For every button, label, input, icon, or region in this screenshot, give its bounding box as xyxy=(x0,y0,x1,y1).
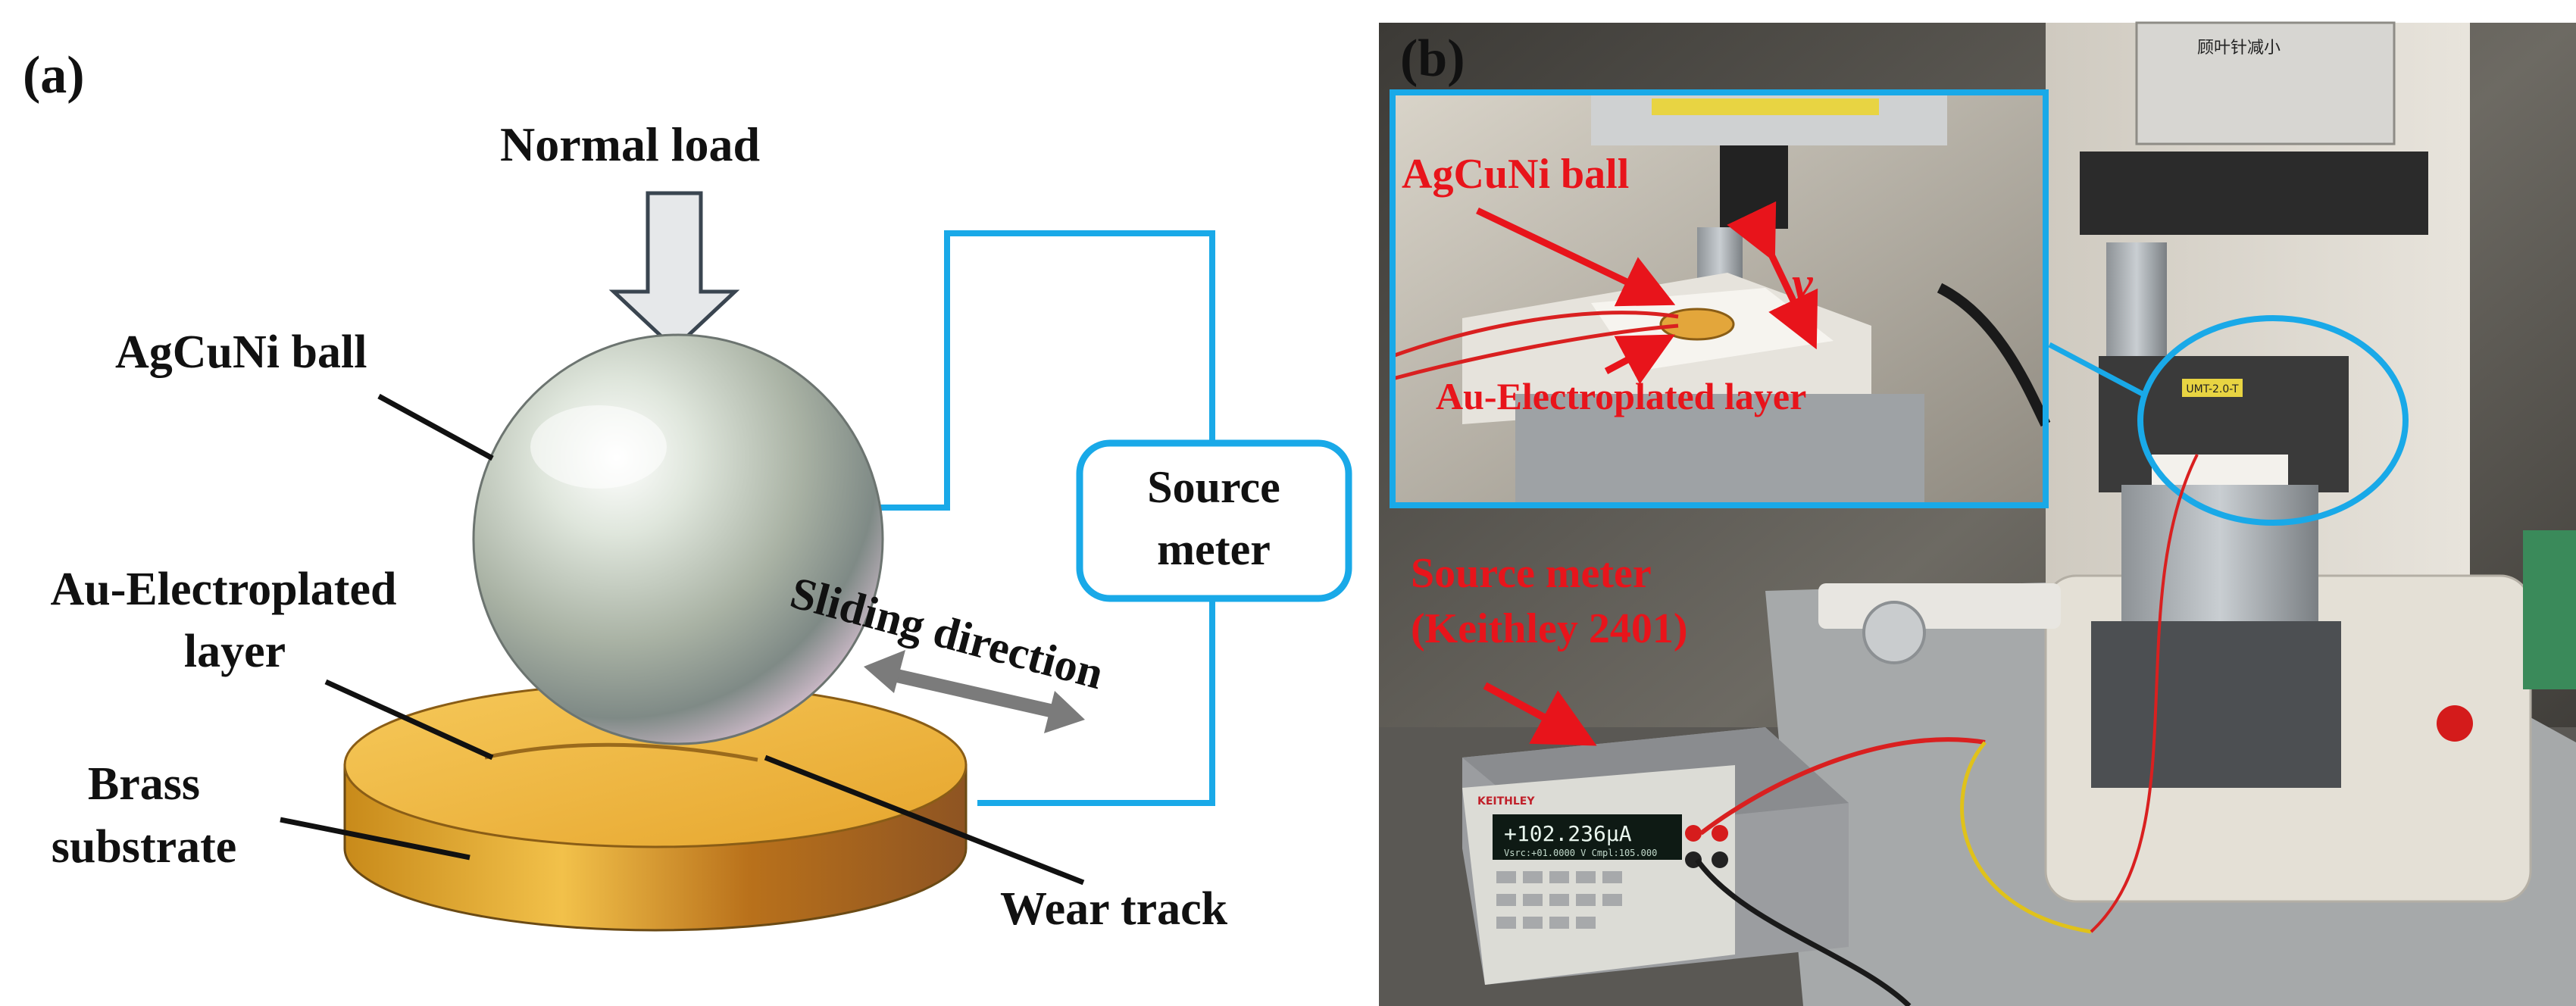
lower-column xyxy=(2091,621,2341,788)
panel-b: 顾叶针减小 UMT-2.0-T +102.236µA Vsrc:+01.0000… xyxy=(1379,21,2576,1006)
agcuni-ball xyxy=(472,333,884,745)
sample-highlight-circle xyxy=(2137,315,2409,526)
inset-red-wire-2 xyxy=(1392,323,1679,381)
highlight-connector-line xyxy=(2048,342,2144,397)
layer-leader-line xyxy=(324,679,494,761)
source-meter-annotation-line1: Source meter xyxy=(1411,550,1652,597)
circuit-wire-bottom xyxy=(977,591,1215,806)
wear-track-leader-line xyxy=(764,754,1085,886)
layer-label-line1: Au-Electroplated xyxy=(51,564,397,615)
emergency-stop-button xyxy=(2437,705,2473,742)
metal-disk xyxy=(1862,601,1926,664)
inset-frame xyxy=(1390,89,2049,508)
keithley-current-reading: +102.236µA xyxy=(1504,821,1632,846)
source-meter-label-line2: meter xyxy=(1157,524,1271,574)
source-meter-box xyxy=(1076,439,1352,602)
machine-tag-plate xyxy=(2182,379,2243,397)
sample-stage xyxy=(2121,485,2318,621)
power-strip xyxy=(1818,583,2061,629)
wear-track-label: Wear track xyxy=(1000,883,1228,935)
substrate-label-line1: Brass xyxy=(88,758,200,810)
substrate-label-line2: substrate xyxy=(52,821,237,873)
source-meter-annotation-line2: (Keithley 2401) xyxy=(1411,605,1687,652)
layer-label-line2: layer xyxy=(184,626,286,677)
inset-ball-arrow xyxy=(1476,207,1676,307)
inset-layer-label: Au-Electroplated layer xyxy=(1436,375,1806,417)
red-lead xyxy=(1699,737,1986,836)
top-display-box xyxy=(2135,21,2396,145)
source-meter-label-line1: Source xyxy=(1147,462,1280,512)
sliding-direction-arrow xyxy=(864,650,1085,733)
inset-velocity-label: v xyxy=(1792,258,1814,310)
panel-b-label: (b) xyxy=(1400,30,1465,88)
terminal-red-2 xyxy=(1712,825,1728,842)
normal-load-label: Normal load xyxy=(500,117,760,171)
source-meter-arrow xyxy=(1483,682,1597,746)
brass-disc xyxy=(343,682,968,932)
yellow-lead xyxy=(1960,741,2092,934)
ball-label: AgCuNi ball xyxy=(115,326,367,378)
ball-leader-line xyxy=(377,393,494,461)
machine-tag: UMT-2.0-T xyxy=(2186,383,2239,395)
circuit-wire-top xyxy=(803,230,1215,511)
wear-track-groove xyxy=(484,742,758,762)
inset-red-wire xyxy=(1392,311,1679,358)
keithley-sub-reading: Vsrc:+01.0000 V Cmpl:105.000 xyxy=(1504,848,1657,858)
sample-holder-white xyxy=(2152,455,2288,485)
panel-a: (a) Normal load Source meter Sliding dir… xyxy=(23,46,1352,935)
inset-ball-holder xyxy=(1720,145,1788,229)
keithley-brand: KEITHLEY xyxy=(1477,795,1535,808)
top-sign: 顾叶针减小 xyxy=(2197,39,2281,58)
inset-velocity-arrow xyxy=(1727,201,1818,350)
terminal-red-1 xyxy=(1685,825,1702,842)
side-box xyxy=(2523,530,2576,689)
inset-base-plate xyxy=(1515,394,1924,505)
terminal-black-2 xyxy=(1712,851,1728,868)
keithley-keypad xyxy=(1496,871,1622,929)
inset-ball-label: AgCuNi ball xyxy=(1402,151,1629,198)
normal-load-arrow xyxy=(608,191,740,351)
keithley-display xyxy=(1493,814,1682,860)
panel-a-label: (a) xyxy=(23,46,85,105)
inset-tag-strip xyxy=(1652,98,1879,115)
inset-photo xyxy=(1392,92,2051,505)
substrate-leader-line xyxy=(280,817,470,861)
motor-housing xyxy=(2080,152,2428,235)
inset-black-cable xyxy=(1937,283,2051,427)
red-lead-to-sample xyxy=(2090,454,2199,933)
black-lead xyxy=(1695,858,1912,1006)
inset-layer-arrow xyxy=(1604,334,1675,385)
inset-gold-sample xyxy=(1659,308,1735,341)
